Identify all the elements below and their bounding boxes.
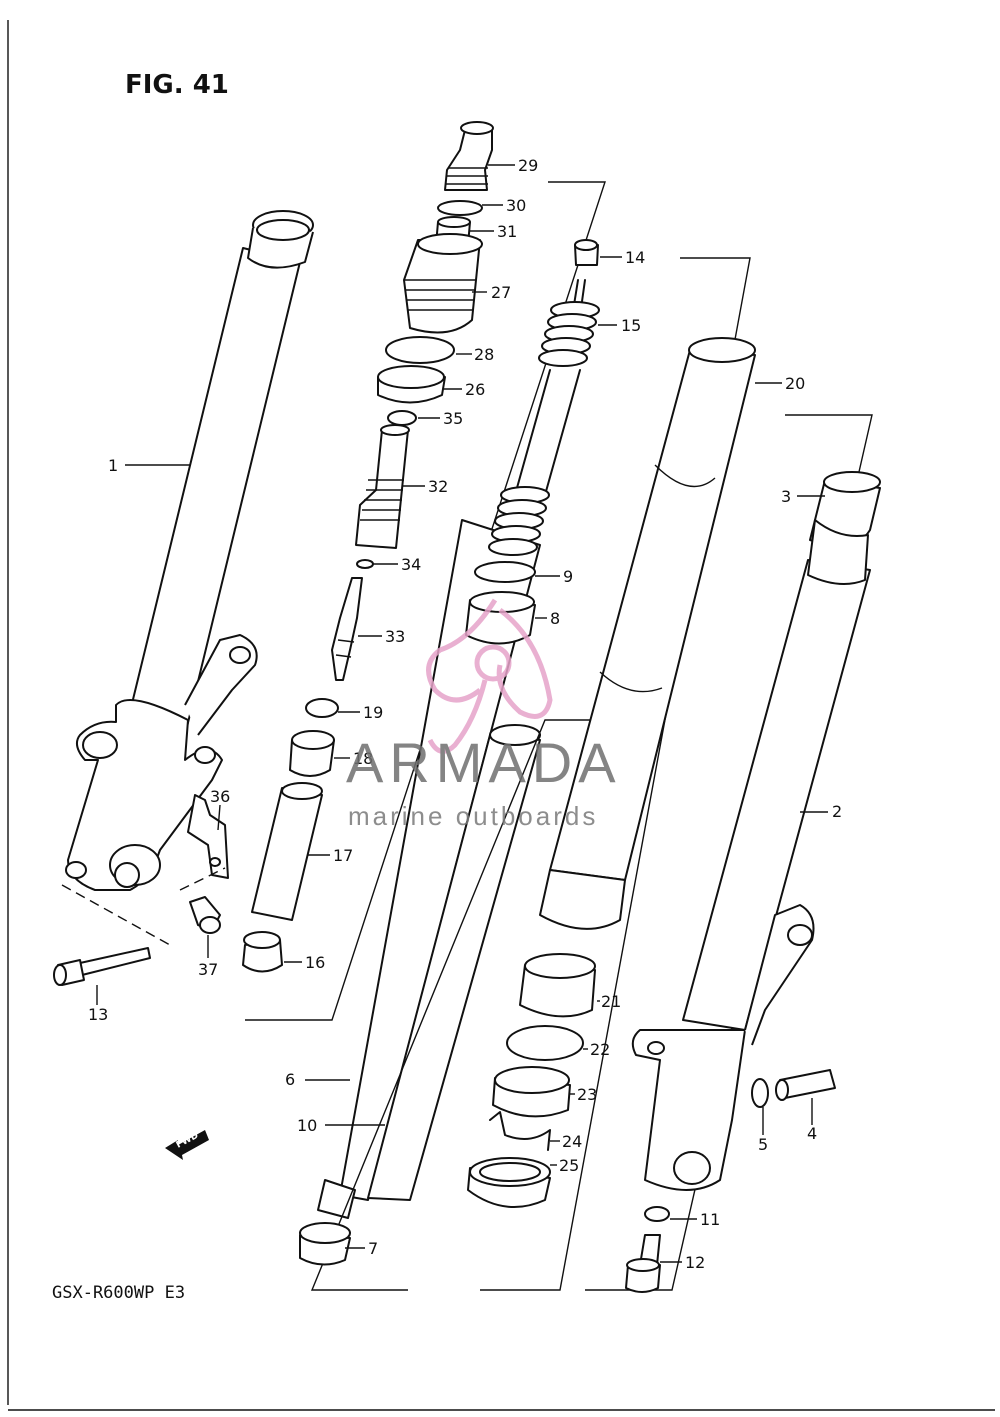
damper-rod — [367, 724, 541, 1201]
callout-13: 13 — [88, 1005, 108, 1024]
callout-26: 26 — [465, 380, 485, 399]
callout-18: 18 — [353, 749, 373, 768]
callout-1: 1 — [108, 456, 118, 475]
damper-piston — [465, 591, 536, 645]
left-outer-tube — [65, 210, 314, 891]
callout-17: 17 — [333, 846, 353, 865]
guide-metal — [506, 1025, 584, 1061]
slide-metal — [519, 953, 596, 1018]
callout-5: 5 — [758, 1135, 768, 1154]
snap-ring — [387, 410, 417, 426]
axle-pinch-bolt — [53, 947, 151, 986]
propeller-logo-icon — [426, 598, 553, 754]
callout-32: 32 — [428, 477, 448, 496]
dust-seal — [467, 1157, 551, 1209]
callout-34: 34 — [401, 555, 421, 574]
watermark-subtitle: marine outboards — [348, 801, 598, 831]
inner-tube — [539, 337, 756, 930]
callout-4: 4 — [807, 1124, 817, 1143]
rebound-adjuster-rod — [355, 424, 410, 549]
callout-10: 10 — [297, 1116, 317, 1135]
callout-22: 22 — [590, 1040, 610, 1059]
leader-lines — [96, 164, 828, 1263]
piston-ring — [474, 561, 536, 583]
rebound-spring — [488, 279, 600, 556]
drain-screw — [775, 1069, 836, 1101]
callout-28: 28 — [474, 345, 494, 364]
fork-cap-bolt — [444, 121, 494, 191]
oil-lock-piece-top — [289, 730, 335, 777]
brake-hose-bracket — [187, 794, 229, 879]
oil-seal-clip — [489, 1111, 551, 1151]
cap-o-ring — [385, 336, 455, 364]
washer-19 — [305, 698, 339, 718]
callout-2: 2 — [832, 802, 842, 821]
callout-labels: 1 2 3 4 5 6 7 8 9 10 11 12 13 14 15 16 1… — [88, 156, 842, 1272]
armada-watermark: ARMADA marine outboards — [346, 598, 622, 831]
spacer-tube — [251, 782, 323, 921]
o-ring — [437, 200, 483, 216]
bracket-bolt — [189, 896, 221, 934]
callout-15: 15 — [621, 316, 641, 335]
callout-25: 25 — [559, 1156, 579, 1175]
small-o-ring — [356, 559, 374, 569]
callout-31: 31 — [497, 222, 517, 241]
figure-title: FIG. 41 — [125, 70, 229, 100]
fwd-arrow-icon: FWD — [165, 1130, 209, 1160]
callout-21: 21 — [601, 992, 621, 1011]
callout-23: 23 — [577, 1085, 597, 1104]
callout-3: 3 — [781, 487, 791, 506]
cylinder-group-box — [310, 719, 620, 1291]
assembly-line — [179, 867, 226, 891]
model-code: GSX-R600WP E3 — [52, 1283, 185, 1303]
seal-spacer — [492, 1066, 571, 1118]
damper-adjuster — [403, 233, 483, 334]
damper-bolt — [625, 1234, 661, 1293]
callout-12: 12 — [685, 1253, 705, 1272]
adjuster-needle — [331, 577, 363, 681]
callout-19: 19 — [363, 703, 383, 722]
drain-washer — [751, 1078, 769, 1108]
cylinder-bushing — [299, 1222, 351, 1266]
callout-36: 36 — [210, 787, 230, 806]
callout-20: 20 — [785, 374, 805, 393]
callout-7: 7 — [368, 1239, 378, 1258]
callout-24: 24 — [562, 1132, 582, 1151]
callout-30: 30 — [506, 196, 526, 215]
rod-lock-nut — [574, 239, 599, 266]
oil-lock-piece — [242, 931, 283, 973]
callout-37: 37 — [198, 960, 218, 979]
callout-16: 16 — [305, 953, 325, 972]
callout-14: 14 — [625, 248, 645, 267]
callout-8: 8 — [550, 609, 560, 628]
callout-6: 6 — [285, 1070, 295, 1089]
watermark-brand: ARMADA — [346, 731, 622, 794]
callout-27: 27 — [491, 283, 511, 302]
assembly-line — [61, 884, 171, 946]
right-outer-tube — [631, 471, 881, 1191]
cap-washer — [377, 365, 446, 404]
callout-33: 33 — [385, 627, 405, 646]
inner-tube-group-box — [480, 257, 751, 1291]
callout-29: 29 — [518, 156, 538, 175]
callout-35: 35 — [443, 409, 463, 428]
callout-11: 11 — [700, 1210, 720, 1229]
bolt-washer — [644, 1206, 670, 1222]
callout-9: 9 — [563, 567, 573, 586]
